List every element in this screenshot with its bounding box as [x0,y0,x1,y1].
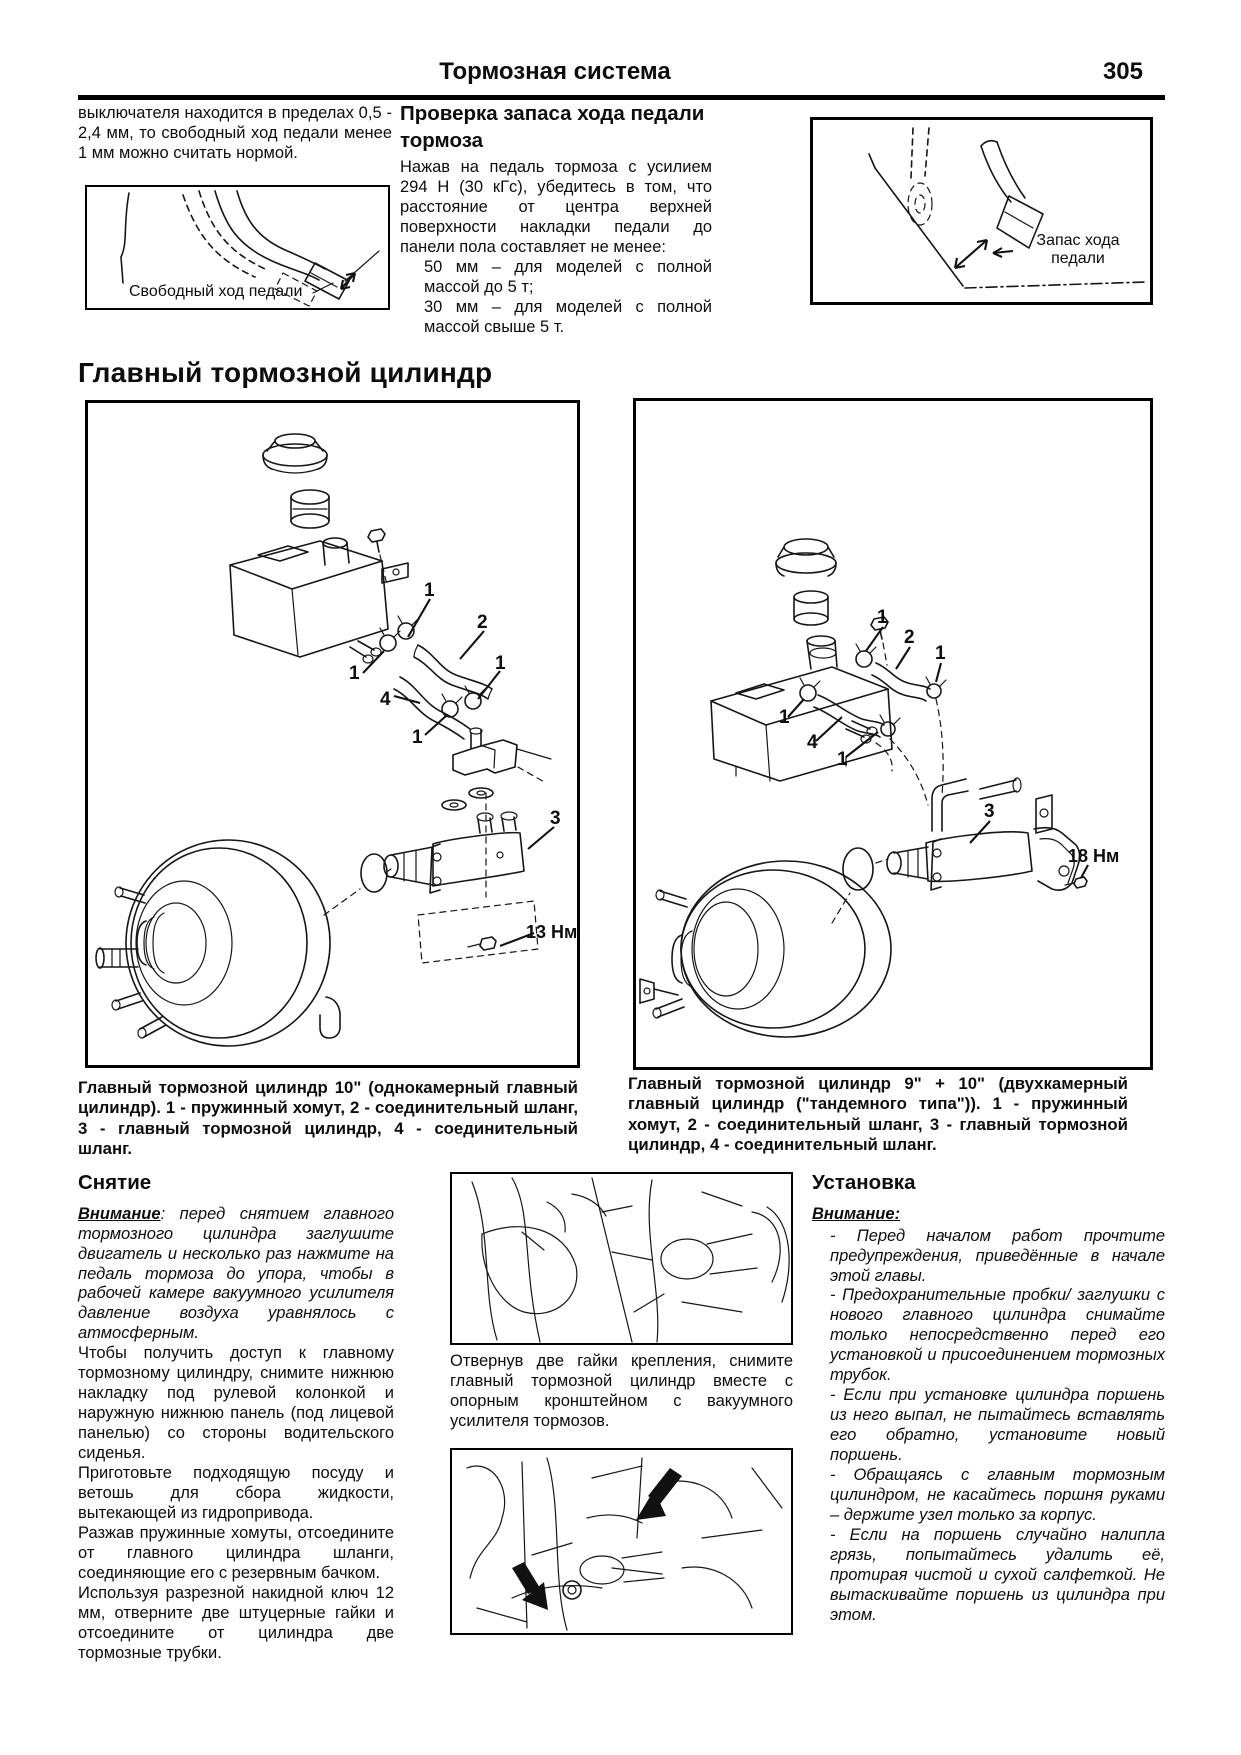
section-heading: Главный тормозной цилиндр [78,357,493,388]
removal-paragraph: Используя разрезной накидной ключ 12 мм,… [78,1583,394,1662]
engine-bay-sketch-2 [466,1457,783,1631]
installation-item: - Предохранительные пробки/ заглушки с н… [830,1286,1165,1385]
pedal-free-play-caption: Свободный ход педали [129,283,303,300]
engine-bay-sketch-1 [471,1177,790,1343]
removal-heading: Снятие [78,1171,152,1194]
removal-paragraph: Приготовьте подходящую посуду и ветошь д… [78,1464,394,1522]
middle-caption: Отвернув две гайки крепления, снимите гл… [450,1352,793,1430]
callout-1: 1 [935,643,946,664]
arrow-icon [636,1468,682,1520]
pedal-travel-drawing [868,127,1146,289]
installation-item: - Если на поршень случайно налипла грязь… [830,1525,1165,1624]
pedal-travel-heading: Проверка запаса хода педали тормоза [400,102,705,152]
engine-bay-photo-2 [450,1448,793,1635]
pedal-travel-body: Нажав на педаль тормоза с усилием 294 Н … [400,158,712,256]
callout-3: 3 [984,801,995,822]
pedal-free-play-drawing [120,190,380,307]
callout-1: 1 [495,653,506,674]
torque-label: 18 Нм [1068,846,1120,866]
removal-paragraph: Чтобы получить доступ к главному тормозн… [78,1344,394,1463]
figure-right-caption: Главный тормозной цилиндр 9" + 10" (двух… [628,1074,1128,1155]
installation-warning-label: Внимание: [812,1204,901,1223]
pedal-travel-item: 30 мм – для моделей с полной массой свыш… [424,297,712,336]
engine-bay-photo-1 [450,1172,793,1345]
pedal-free-play-figure: Свободный ход педали [85,185,390,310]
callout-1: 1 [412,727,423,748]
pedal-travel-text: Нажав на педаль тормоза с усилием 294 Н … [400,158,712,338]
intro-paragraph: выключателя находится в пределах 0,5 - 2… [78,104,392,162]
installation-item: - Перед началом работ прочтите предупреж… [830,1226,1165,1285]
header-rule [78,95,1165,100]
figure-left-caption: Главный тормозной цилиндр 10" (однокамер… [78,1078,578,1159]
master-cylinder-10-drawing [95,433,555,1047]
removal-paragraph: Разжав пружинные хомуты, отсоедините от … [78,1523,394,1582]
installation-heading: Установка [812,1171,916,1194]
arrow-icon [512,1562,548,1610]
installation-section: Установка Внимание: - Перед началом рабо… [812,1170,1165,1626]
callout-1: 1 [779,707,790,728]
page-title: Тормозная система [439,58,671,85]
warning-label: Внимание [78,1204,161,1223]
master-cylinder-9-10-figure: 1 2 1 1 4 1 3 18 Нм [633,398,1153,1070]
removal-section: Снятие Внимание: перед снятием главного … [78,1170,394,1664]
callout-1: 1 [424,580,435,601]
callout-1: 1 [349,663,360,684]
callout-2: 2 [904,627,915,648]
callout-3: 3 [550,808,561,829]
installation-item: - Если при установке цилиндра поршень из… [830,1386,1165,1465]
warning-text: : перед снятием главного тормозного цили… [78,1204,394,1343]
installation-item: - Обращаясь с главным тормозным цилиндро… [830,1466,1165,1524]
pedal-travel-caption: Запас хода педали [1036,232,1120,268]
master-cylinder-9-10-drawing [639,538,1089,1038]
removal-warning: Внимание: перед снятием главного тормозн… [78,1205,394,1345]
callout-1: 1 [837,749,848,770]
installation-items: - Перед началом работ прочтите предупреж… [812,1227,1165,1626]
pedal-travel-item: 50 мм – для моделей с полной массой до 5… [424,257,712,296]
pedal-travel-figure: Запас хода педали [810,117,1153,305]
removal-paragraphs: Чтобы получить доступ к главному тормозн… [78,1344,394,1663]
callout-1: 1 [877,607,888,628]
callout-4: 4 [380,689,391,710]
torque-label: 13 Нм [526,922,578,942]
page-number: 305 [1102,58,1143,85]
master-cylinder-10-figure: 1 2 1 1 4 1 3 13 Нм [85,400,580,1068]
callout-4: 4 [807,732,818,753]
callout-2: 2 [477,612,488,633]
